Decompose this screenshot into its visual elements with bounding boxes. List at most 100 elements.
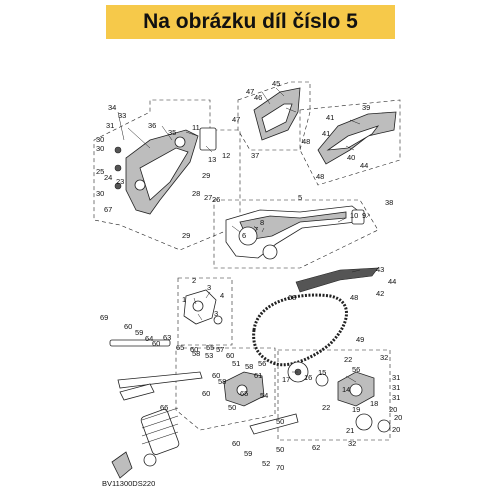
callout-10: 10 <box>350 211 358 220</box>
leader-lines <box>117 87 371 383</box>
callout-8: 8 <box>260 218 264 227</box>
callout-60: 60 <box>226 351 234 360</box>
callout-16: 16 <box>304 373 312 382</box>
callout-15: 15 <box>318 368 326 377</box>
callout-60: 60 <box>152 339 160 348</box>
callout-1: 1 <box>182 295 186 304</box>
callout-3: 3 <box>207 283 211 292</box>
callout-62: 62 <box>312 443 320 452</box>
callout-30: 30 <box>96 189 104 198</box>
callout-43: 43 <box>376 265 384 274</box>
callout-46: 46 <box>254 93 262 102</box>
callout-25: 25 <box>96 167 104 176</box>
callout-44: 44 <box>388 277 396 286</box>
callout-60: 60 <box>124 322 132 331</box>
callout-41: 41 <box>322 129 330 138</box>
callout-31: 31 <box>106 121 114 130</box>
callout-35: 35 <box>168 128 176 137</box>
callout-23: 23 <box>116 177 124 186</box>
pivot-bracket <box>114 127 217 215</box>
pointer-hand-icon <box>111 451 133 479</box>
callout-56: 56 <box>258 359 266 368</box>
callout-29: 29 <box>182 231 190 240</box>
callout-70: 70 <box>276 463 284 472</box>
callout-66: 66 <box>160 403 168 412</box>
callout-20: 20 <box>389 405 397 414</box>
callout-32: 32 <box>348 439 356 448</box>
linkage-rods <box>109 339 299 435</box>
callout-29: 29 <box>202 171 210 180</box>
callout-65: 65 <box>240 389 248 398</box>
callout-31: 31 <box>392 373 400 382</box>
callout-59: 59 <box>244 449 252 458</box>
callout-27: 27 <box>204 193 212 202</box>
callout-65: 65 <box>176 343 184 352</box>
callout-58: 58 <box>245 362 253 371</box>
callout-60: 60 <box>202 389 210 398</box>
callout-50: 50 <box>276 445 284 454</box>
callout-44: 44 <box>360 161 368 170</box>
callout-49: 49 <box>356 335 364 344</box>
callout-39: 39 <box>362 103 370 112</box>
callout-37: 37 <box>251 151 259 160</box>
callout-48: 48 <box>316 172 324 181</box>
callout-22: 22 <box>322 403 330 412</box>
callout-58: 58 <box>218 377 226 386</box>
callout-28: 28 <box>192 189 200 198</box>
group-outlines <box>93 81 401 441</box>
callout-53: 53 <box>205 351 213 360</box>
diagram-code: BV11300DS220 <box>102 479 155 488</box>
callout-33: 33 <box>118 111 126 120</box>
callout-24: 24 <box>104 173 112 182</box>
callout-5: 5 <box>298 193 302 202</box>
callout-40: 40 <box>347 153 355 162</box>
callout-51: 51 <box>232 359 240 368</box>
callout-17: 17 <box>282 375 290 384</box>
callout-14: 14 <box>342 385 350 394</box>
callout-61: 61 <box>254 371 262 380</box>
callout-26: 26 <box>212 195 220 204</box>
callout-21: 21 <box>346 426 354 435</box>
callout-54: 54 <box>260 391 268 400</box>
side-cover-right <box>317 111 397 165</box>
drive-chain <box>252 293 348 367</box>
callout-68: 68 <box>288 293 296 302</box>
callout-42: 42 <box>376 289 384 298</box>
callout-67: 67 <box>104 205 112 214</box>
callout-47: 47 <box>246 87 254 96</box>
callout-55: 55 <box>206 343 214 352</box>
callout-31: 31 <box>392 383 400 392</box>
title-banner: Na obrázku díl číslo 5 <box>106 5 395 39</box>
callout-63: 63 <box>163 333 171 342</box>
callout-59: 59 <box>135 328 143 337</box>
callout-60: 60 <box>190 345 198 354</box>
callout-69: 69 <box>100 313 108 322</box>
callout-56: 56 <box>352 365 360 374</box>
swingarm <box>225 205 365 260</box>
callout-52: 52 <box>262 459 270 468</box>
callout-45: 45 <box>272 79 280 88</box>
callout-50: 50 <box>228 403 236 412</box>
callout-58: 58 <box>192 349 200 358</box>
callout-57: 57 <box>216 345 224 354</box>
relay-arm <box>183 289 223 325</box>
callout-9: 9 <box>362 211 366 220</box>
callout-34: 34 <box>108 103 116 112</box>
callout-48: 48 <box>350 293 358 302</box>
callout-19: 19 <box>352 405 360 414</box>
callout-11: 11 <box>192 123 200 132</box>
callout-30: 30 <box>96 144 104 153</box>
callout-48: 48 <box>302 137 310 146</box>
callout-41: 41 <box>326 113 334 122</box>
callout-13: 13 <box>208 155 216 164</box>
callout-36: 36 <box>148 121 156 130</box>
callout-31: 31 <box>392 393 400 402</box>
callout-12: 12 <box>222 151 230 160</box>
callout-2: 2 <box>192 276 196 285</box>
callout-3: 3 <box>214 309 218 318</box>
callout-60: 60 <box>212 371 220 380</box>
callout-30: 30 <box>96 135 104 144</box>
callout-6: 6 <box>242 231 246 240</box>
callout-47: 47 <box>232 115 240 124</box>
